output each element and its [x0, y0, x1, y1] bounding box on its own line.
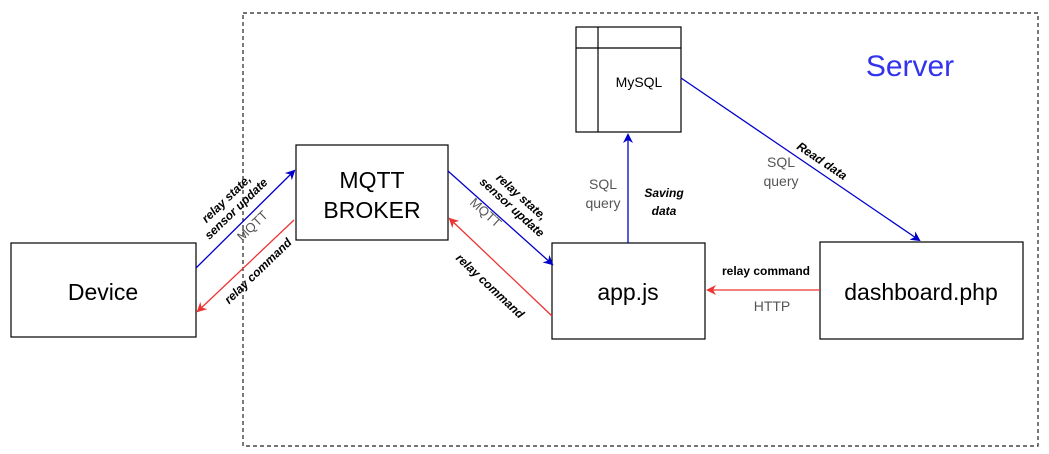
svg-text:relay command: relay command — [221, 235, 295, 307]
svg-text:HTTP: HTTP — [754, 298, 791, 314]
broker-to-device-arrow — [196, 219, 295, 313]
appjs-node: app.js — [551, 242, 706, 340]
mysql-label: MySQL — [616, 74, 663, 90]
broker-to-appjs-label: relay state, sensor update MQTT — [467, 171, 549, 240]
server-boundary — [242, 12, 1039, 447]
dashboard-node: dashboard.php — [819, 241, 1024, 340]
mqtt-broker-node: MQTT BROKER — [295, 144, 449, 241]
device-label: Device — [68, 279, 138, 305]
svg-text:query: query — [763, 173, 798, 189]
svg-text:relay command: relay command — [722, 264, 810, 278]
broker-label-line1: MQTT — [339, 167, 404, 193]
appjs-to-broker-label: relay command — [453, 251, 527, 322]
svg-text:data: data — [652, 204, 677, 218]
appjs-label: app.js — [597, 279, 658, 305]
mysql-table-node: MySQL — [575, 26, 682, 133]
dashboard-label: dashboard.php — [844, 279, 997, 305]
device-node: Device — [10, 242, 197, 338]
mysql-to-dashboard-arrow — [680, 77, 921, 242]
server-title: Server — [866, 50, 954, 83]
broker-to-appjs-arrow — [447, 170, 554, 266]
appjs-to-broker-arrow — [448, 217, 553, 317]
broker-to-device-label: relay command — [221, 235, 295, 307]
svg-text:relay command: relay command — [453, 251, 527, 322]
svg-text:Saving: Saving — [644, 186, 684, 200]
svg-text:SQL: SQL — [589, 176, 617, 192]
svg-text:query: query — [585, 195, 620, 211]
device-to-broker-arrow — [195, 169, 296, 269]
dashboard-to-appjs-labels: relay command HTTP — [722, 264, 810, 314]
broker-label-line2: BROKER — [323, 197, 420, 223]
appjs-to-mysql-labels: SQL query Saving data — [585, 176, 684, 218]
svg-text:SQL: SQL — [767, 154, 795, 170]
